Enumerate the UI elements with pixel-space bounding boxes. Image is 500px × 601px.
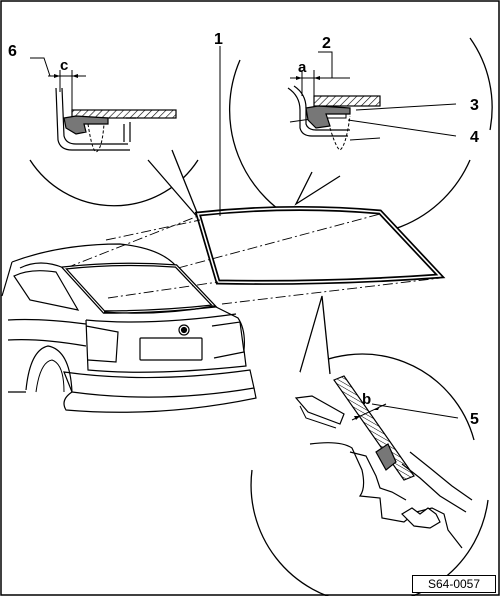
callout-3: 3 (470, 97, 479, 114)
roof-panel-section-right (313, 95, 381, 107)
callout-4: 4 (470, 129, 479, 146)
figure-code: S64-0057 (412, 575, 496, 593)
detail-circle-right (229, 37, 493, 237)
dim-label-b: b (362, 391, 371, 408)
callout-6: 6 (8, 43, 17, 60)
detail-circle-bottom (250, 295, 489, 601)
projection-lines (65, 213, 441, 305)
rear-window-glass (194, 46, 446, 285)
dim-label-c: c (60, 57, 68, 74)
detail-circle-left (29, 57, 201, 221)
callout-5: 5 (470, 411, 479, 428)
seal-profile-left (63, 115, 109, 135)
seal-profile-bottom (375, 443, 397, 471)
roof-panel-section-left (71, 109, 177, 119)
seal-profile-right (305, 105, 351, 129)
car-rear-body (1, 243, 257, 413)
callout-1: 1 (214, 31, 223, 48)
dim-label-a: a (298, 59, 307, 76)
glass-section-bottom (333, 375, 415, 481)
callout-2: 2 (322, 35, 331, 52)
